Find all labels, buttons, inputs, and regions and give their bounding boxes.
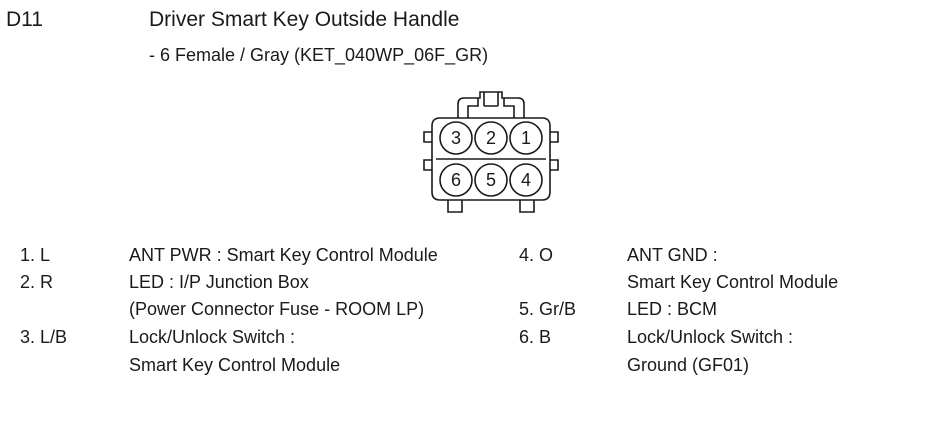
pin-label: 4 (521, 170, 531, 190)
pin-cavity-1 (509, 121, 543, 155)
connector-key-right (550, 131, 559, 171)
connector-latch (457, 91, 525, 118)
pin-number: 6. B (519, 327, 552, 347)
pin-number: 2. R (20, 272, 54, 292)
pin-label: 6 (451, 170, 461, 190)
connector-code: D11 (6, 8, 43, 31)
pin-number: 1. L (20, 245, 51, 265)
connector-subtitle: - 6 Female / Gray (KET_040WP_06F_GR) (149, 45, 489, 65)
pin-label: 5 (486, 170, 496, 190)
pin-label: 1 (521, 128, 531, 148)
pin-description: LED : BCM (627, 299, 718, 319)
pin-number: 4. O (519, 245, 554, 265)
pin-description: Lock/Unlock Switch : (627, 327, 794, 347)
pin-label: 3 (451, 128, 461, 148)
connector-key-left (423, 131, 432, 171)
pin-description: Smart Key Control Module (129, 355, 341, 375)
connector-diagram: 3 2 1 6 5 4 (423, 91, 559, 213)
pin-cavity-4 (509, 163, 543, 197)
connector-foot-left (447, 200, 463, 213)
connector-latch-inner (467, 98, 515, 118)
pin-cavity-2 (474, 121, 508, 155)
pin-label: 2 (486, 128, 496, 148)
connector-foot-right (519, 200, 535, 213)
pin-description: ANT PWR : Smart Key Control Module (129, 245, 438, 265)
pin-number: 3. L/B (20, 327, 68, 347)
pin-description: Ground (GF01) (627, 355, 750, 375)
pin-description: (Power Connector Fuse - ROOM LP) (129, 299, 425, 319)
pin-description: Smart Key Control Module (627, 272, 839, 292)
pin-description: ANT GND : (627, 245, 718, 265)
pin-description: Lock/Unlock Switch : (129, 327, 296, 347)
pin-cavity-3 (439, 121, 473, 155)
connector-title: Driver Smart Key Outside Handle (149, 8, 460, 31)
pin-cavity-5 (474, 163, 508, 197)
pin-cavity-6 (439, 163, 473, 197)
pin-number: 5. Gr/B (519, 299, 577, 319)
pin-description: LED : I/P Junction Box (129, 272, 309, 292)
connector-body (431, 117, 551, 201)
